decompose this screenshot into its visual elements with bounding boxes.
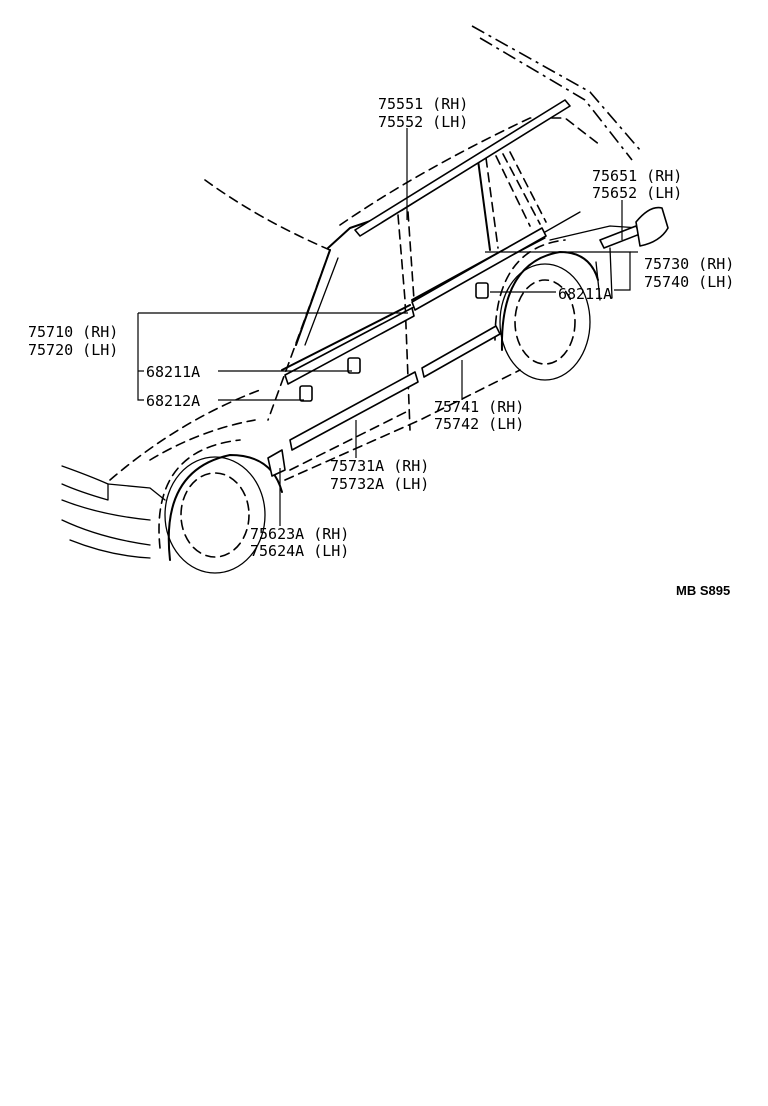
- label-68212A: 68212A: [146, 392, 200, 410]
- molding-parts: [267, 99, 669, 477]
- rear-quarter-molding: [599, 225, 641, 249]
- clip-68211A-rear: [475, 282, 489, 299]
- label-75741: 75741 (RH): [434, 398, 524, 416]
- label-75651: 75651 (RH): [592, 167, 682, 185]
- label-75730: 75730 (RH): [644, 255, 734, 273]
- part-labels: 75551 (RH) 75552 (LH) 75651 (RH) 75652 (…: [28, 95, 734, 598]
- clip-68212A-front: [299, 385, 313, 402]
- label-68211A-front: 68211A: [146, 363, 200, 381]
- label-75624A: 75624A (LH): [250, 542, 349, 560]
- diagram-code: MB S895: [676, 583, 730, 598]
- leader-lines: [137, 128, 638, 526]
- fender-molding: [267, 449, 286, 477]
- label-75732A: 75732A (LH): [330, 475, 429, 493]
- roof-drip-molding: [354, 99, 571, 237]
- rear-door-belt-molding: [411, 227, 547, 311]
- label-75720: 75720 (LH): [28, 341, 118, 359]
- label-75710: 75710 (RH): [28, 323, 118, 341]
- label-68211A-rear: 68211A: [558, 285, 612, 303]
- front-door-lower-molding: [289, 371, 419, 451]
- label-75652: 75652 (LH): [592, 184, 682, 202]
- label-75742: 75742 (LH): [434, 415, 524, 433]
- label-75552: 75552 (LH): [378, 113, 468, 131]
- clip-68211A-front: [347, 357, 361, 374]
- rear-door-lower-molding: [421, 325, 501, 378]
- label-75623A: 75623A (RH): [250, 525, 349, 543]
- front-door-molding: [284, 307, 415, 385]
- rear-quarter-end-piece: [635, 206, 669, 247]
- label-75731A: 75731A (RH): [330, 457, 429, 475]
- label-75551: 75551 (RH): [378, 95, 468, 113]
- label-75740: 75740 (LH): [644, 273, 734, 291]
